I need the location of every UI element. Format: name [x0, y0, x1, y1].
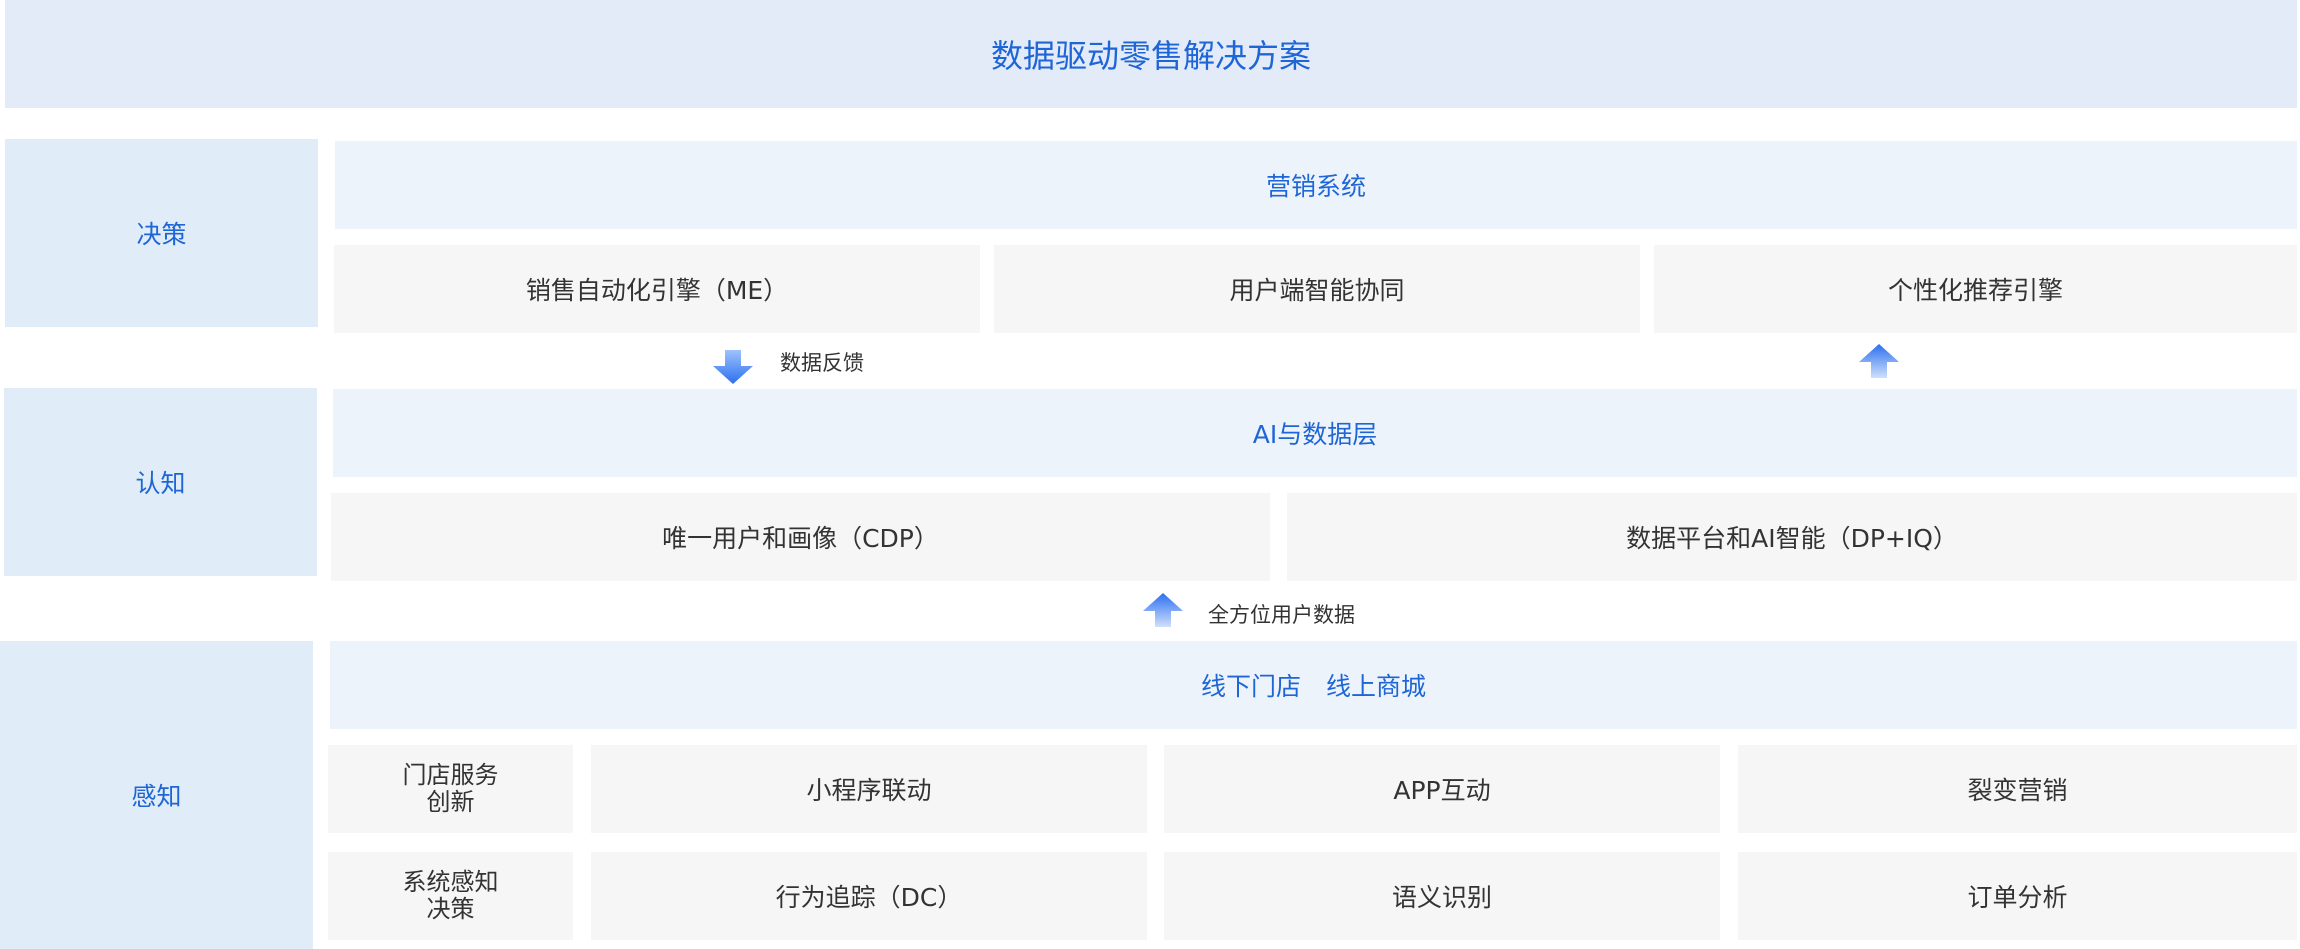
- title-banner: 数据驱动零售解决方案: [5, 0, 2297, 108]
- decision-item-3: 个性化推荐引擎: [1654, 245, 2297, 333]
- perception-row2-item-1: 系统感知决策: [328, 852, 573, 940]
- perception-row2-item-4-text: 订单分析: [1967, 883, 2068, 912]
- layer-header-cognition: AI与数据层: [333, 389, 2297, 477]
- arrow-up-icon: [1143, 593, 1183, 627]
- perception-row2-item-1-text: 系统感知决策: [402, 868, 499, 923]
- decision-item-1-text: 销售自动化引擎（ME）: [525, 276, 789, 305]
- perception-row2-item-3: 语义识别: [1164, 852, 1720, 940]
- perception-row1-item-3: APP互动: [1164, 745, 1720, 833]
- perception-row1-item-3-text: APP互动: [1393, 776, 1491, 805]
- decision-item-3-text: 个性化推荐引擎: [1887, 276, 2063, 305]
- perception-row2-item-2-text: 行为追踪（DC）: [775, 883, 963, 912]
- perception-row1-item-2: 小程序联动: [591, 745, 1147, 833]
- feedback-label: 数据反馈: [780, 351, 864, 375]
- layer-header-cognition-text: AI与数据层: [1252, 420, 1378, 449]
- decision-item-2: 用户端智能协同: [994, 245, 1640, 333]
- layer-header-decision: 营销系统: [335, 141, 2297, 229]
- arrow-down-icon: [713, 350, 753, 384]
- perception-row2-item-2: 行为追踪（DC）: [591, 852, 1147, 940]
- layer-label-cognition: 认知: [4, 388, 317, 576]
- layer-label-cognition-text: 认知: [135, 469, 186, 498]
- perception-row1-item-1-text: 门店服务创新: [402, 761, 499, 816]
- layer-label-perception-text: 感知: [131, 782, 182, 811]
- layer-header-decision-text: 营销系统: [1265, 172, 1366, 201]
- perception-row1-item-1: 门店服务创新: [328, 745, 573, 833]
- perception-row1-item-4: 裂变营销: [1738, 745, 2297, 833]
- perception-row1-item-4-text: 裂变营销: [1967, 776, 2068, 805]
- cognition-item-1-text: 唯一用户和画像（CDP）: [662, 524, 939, 553]
- omni-data-label: 全方位用户数据: [1208, 603, 1355, 627]
- layer-header-perception: 线下门店 线上商城: [330, 641, 2297, 729]
- perception-row2-item-3-text: 语义识别: [1391, 883, 1492, 912]
- perception-row1-item-2-text: 小程序联动: [806, 776, 932, 805]
- layer-label-decision: 决策: [5, 139, 318, 327]
- diagram-title: 数据驱动零售解决方案: [990, 37, 1311, 75]
- perception-row2-item-4: 订单分析: [1738, 852, 2297, 940]
- decision-item-1: 销售自动化引擎（ME）: [334, 245, 980, 333]
- arrow-up-icon: [1859, 344, 1899, 378]
- cognition-item-2-text: 数据平台和AI智能（DP+IQ）: [1626, 524, 1958, 553]
- layer-label-decision-text: 决策: [136, 220, 187, 249]
- decision-item-2-text: 用户端智能协同: [1229, 276, 1405, 305]
- layer-header-perception-text: 线下门店 线上商城: [1200, 672, 1426, 701]
- cognition-item-1: 唯一用户和画像（CDP）: [331, 493, 1270, 581]
- layer-label-perception: 感知: [0, 641, 313, 949]
- cognition-item-2: 数据平台和AI智能（DP+IQ）: [1287, 493, 2297, 581]
